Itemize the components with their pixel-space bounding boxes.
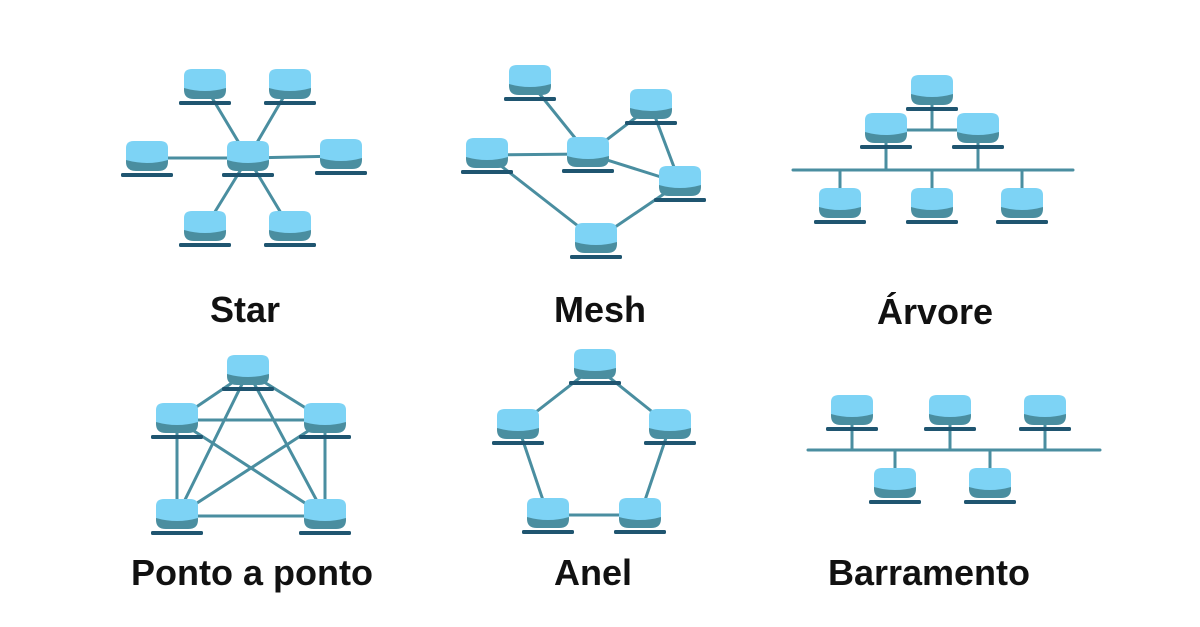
p2p-node — [299, 403, 351, 439]
mesh-node — [504, 65, 556, 101]
ring-node — [644, 409, 696, 445]
tree-leaf-node — [906, 188, 958, 224]
tree-leaf-node — [814, 188, 866, 224]
mesh-node — [654, 166, 706, 202]
label-barramento: Barramento — [827, 552, 1031, 593]
tree-branch-node — [952, 113, 1004, 149]
mesh-node — [570, 223, 622, 259]
label-mesh: Mesh — [553, 289, 647, 330]
star-leaf-node — [315, 139, 367, 175]
star-leaf-node — [179, 69, 231, 105]
tree-leaf-node — [996, 188, 1048, 224]
mesh-node — [461, 138, 513, 174]
star-leaf-node — [121, 141, 173, 177]
bus-node — [964, 468, 1016, 504]
bus-node — [924, 395, 976, 431]
star-leaf-node — [264, 69, 316, 105]
ring-node — [614, 498, 666, 534]
bus-node — [869, 468, 921, 504]
bus-node — [826, 395, 878, 431]
ring-node — [492, 409, 544, 445]
label-arvore: Árvore — [876, 291, 994, 332]
star-leaf-node — [179, 211, 231, 247]
tree-branch-node — [860, 113, 912, 149]
label-ponto-a-ponto: Ponto a ponto — [131, 552, 373, 593]
p2p-node — [151, 499, 203, 535]
p2p-node — [222, 355, 274, 391]
ring-node — [522, 498, 574, 534]
mesh-node — [562, 137, 614, 173]
p2p-node — [299, 499, 351, 535]
bus-node — [1019, 395, 1071, 431]
nodes-layer — [121, 65, 1071, 535]
star-leaf-node — [264, 211, 316, 247]
mesh-node — [625, 89, 677, 125]
p2p-node — [151, 403, 203, 439]
label-anel: Anel — [553, 552, 632, 593]
label-star: Star — [209, 289, 281, 330]
star-hub-node — [222, 141, 274, 177]
tree-root-node — [906, 75, 958, 111]
ring-node — [569, 349, 621, 385]
